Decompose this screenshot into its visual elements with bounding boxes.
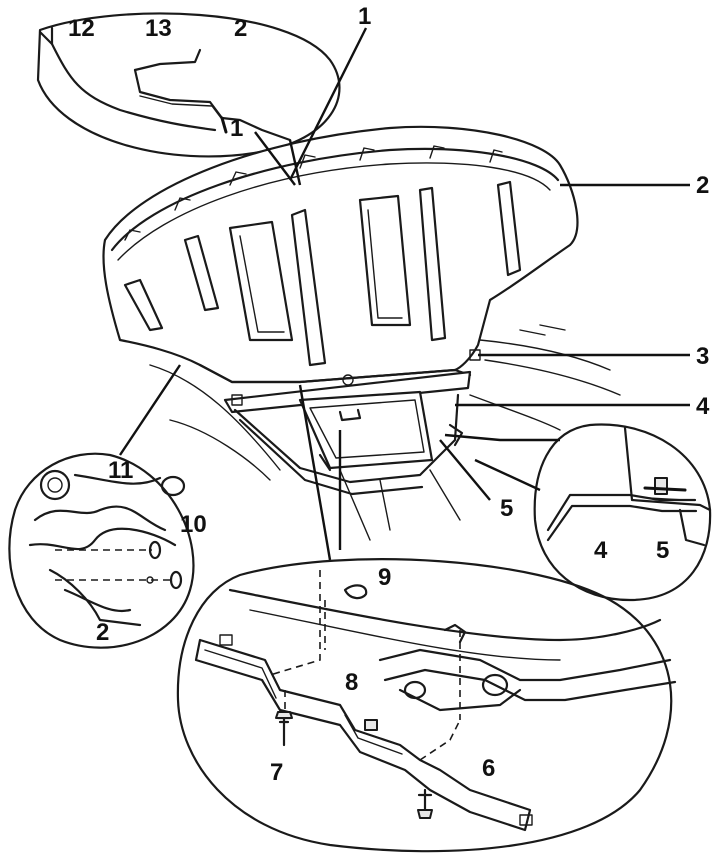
left-detail-inset	[8, 452, 195, 649]
callout-1-inset: 1	[230, 115, 243, 142]
callout-1-top: 1	[358, 3, 371, 30]
callout-12: 12	[68, 15, 95, 42]
vehicle-underside-lines	[149, 324, 621, 541]
callout-labels: 1 12 13 2 1 2 3 4 5 4 5 11 10 2 9 8 7 6	[68, 3, 710, 786]
bottom-detail-inset	[176, 558, 677, 853]
callout-10: 10	[180, 511, 207, 538]
leader-lines	[119, 27, 690, 561]
callout-11: 11	[108, 457, 133, 484]
callout-9: 9	[378, 564, 391, 591]
callout-2-right: 2	[696, 172, 709, 199]
underbody-shield	[102, 125, 579, 384]
top-detail-inset	[36, 12, 341, 158]
callout-4-inset: 4	[594, 537, 608, 564]
callout-3: 3	[696, 343, 709, 370]
callout-13: 13	[145, 15, 172, 42]
callout-7: 7	[270, 759, 283, 786]
callout-4-right: 4	[696, 393, 710, 420]
callout-2-inset-top: 2	[234, 15, 247, 42]
callout-6: 6	[482, 755, 495, 782]
cross-member-frame	[223, 349, 481, 496]
callout-8: 8	[345, 669, 358, 696]
right-detail-inset	[533, 423, 712, 602]
callout-2-inset-left: 2	[96, 619, 109, 646]
callout-5-main: 5	[500, 495, 513, 522]
callout-5-inset: 5	[656, 537, 669, 564]
